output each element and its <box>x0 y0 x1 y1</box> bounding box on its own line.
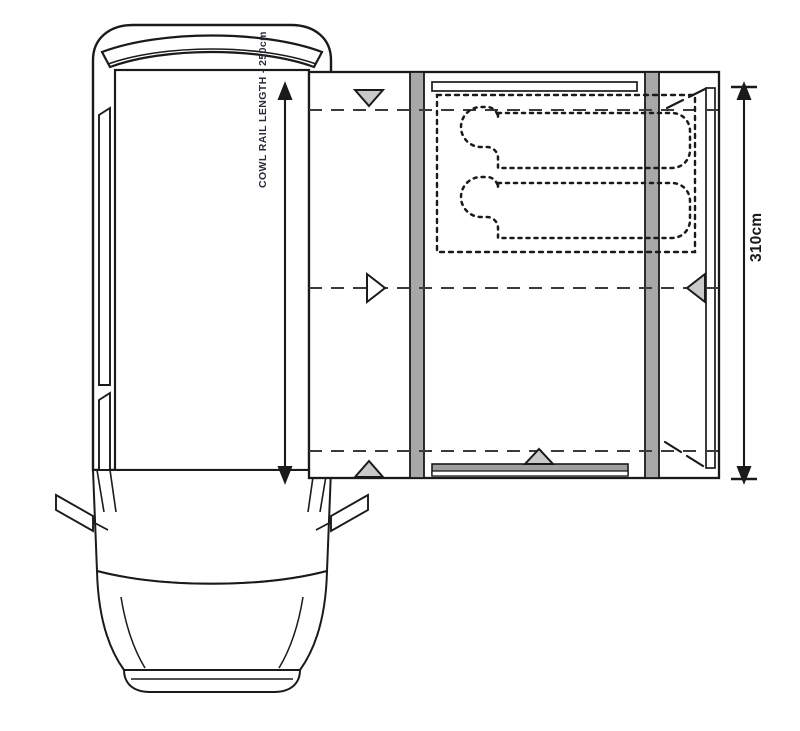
vehicle-rear-door <box>98 391 111 471</box>
air-pole-left <box>409 71 425 479</box>
bonnet-crease-left <box>120 596 146 669</box>
awning-ground-bar-lip <box>431 470 629 477</box>
wing-mirror-left <box>55 493 94 533</box>
roof-vent-arc <box>100 34 324 69</box>
sleeping-figure-lower <box>459 175 692 240</box>
vehicle-sliding-door <box>98 106 111 386</box>
awning-side-panel-right <box>705 87 716 469</box>
awning-window-panel <box>431 81 638 92</box>
cowl-rail-dimension <box>277 81 293 485</box>
door-marker-right <box>685 271 706 305</box>
awning-group <box>307 70 721 480</box>
overall-width-dimension-label: 310cm <box>748 212 765 262</box>
bonnet-crease-right <box>278 596 304 669</box>
mirror-bracket-left <box>96 469 117 513</box>
vehicle-front-bumper <box>122 669 302 693</box>
door-marker-left <box>366 271 387 305</box>
overall-width-dimension <box>731 81 757 485</box>
wing-mirror-right <box>330 493 369 533</box>
rolled-door-marks-top-right <box>665 87 707 110</box>
sleeping-figure-upper <box>459 105 692 170</box>
inner-tent-outline <box>435 93 697 254</box>
vehicle-windscreen <box>91 469 333 585</box>
vehicle-roof-panel <box>113 68 311 472</box>
door-marker-bottom-left <box>352 459 386 478</box>
air-pole-right <box>644 71 660 479</box>
vehicle-bonnet <box>95 569 329 671</box>
door-markers-group <box>352 89 706 478</box>
vehicle-group <box>55 23 369 693</box>
door-marker-top <box>352 89 386 108</box>
wing-mirror-left-arm <box>92 521 109 531</box>
door-marker-bottom-centre <box>522 447 556 465</box>
roof-vent-inner-arc <box>107 48 317 65</box>
rolled-door-marks-bottom-right <box>663 440 705 468</box>
dimension-lines-group <box>277 81 757 485</box>
cowl-rail-dimension-label: COWL RAIL LENGTH - 250cm <box>257 31 269 188</box>
wing-mirror-right-arm <box>315 521 332 531</box>
